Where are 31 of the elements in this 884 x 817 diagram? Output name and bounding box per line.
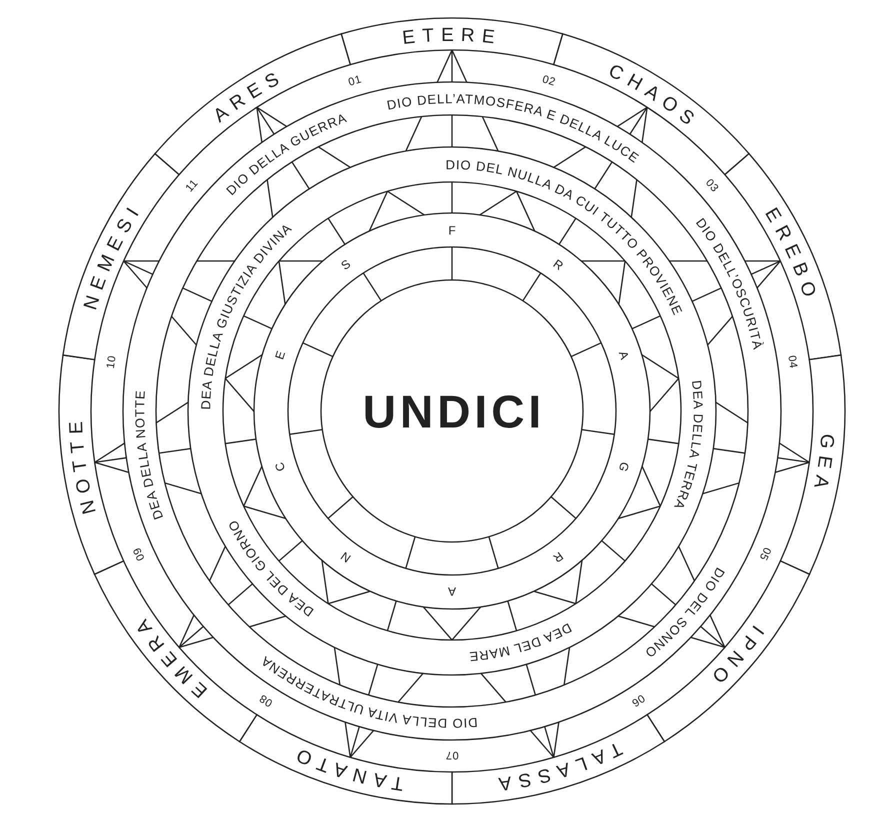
- ring-letter: N: [338, 548, 354, 566]
- center-title: UNDICI: [362, 386, 546, 438]
- segment-label: GEA: [808, 432, 838, 497]
- ring-letter: R: [550, 256, 566, 274]
- segment-number: 10: [104, 354, 119, 370]
- segment-number: 02: [540, 73, 557, 89]
- segment-number: 07: [445, 748, 459, 761]
- ring-letter: G: [616, 460, 632, 474]
- segment-number: 09: [131, 545, 148, 562]
- ring-letter: F: [448, 223, 456, 238]
- segment-number: 03: [703, 176, 721, 195]
- segment-number: 06: [629, 692, 647, 709]
- center-circle: [320, 279, 584, 543]
- ring-segment: [646, 560, 810, 742]
- ring-segment: [340, 18, 564, 66]
- ring-letter: A: [448, 584, 456, 599]
- ring-letter: R: [550, 548, 566, 566]
- segment-number: 05: [756, 545, 773, 562]
- ring-segment: [58, 354, 124, 575]
- ring-segment: [780, 354, 846, 575]
- segment-number: 11: [184, 177, 201, 194]
- description-text: DEA DELLA NOTTE: [132, 389, 166, 522]
- segment-number: 04: [785, 354, 800, 370]
- ring-letter: E: [272, 349, 288, 362]
- segment-label: NOTTE: [66, 414, 101, 516]
- ring-letter: S: [338, 256, 354, 273]
- description-text: DEA DEL MARE: [468, 620, 574, 664]
- segment-number: 01: [347, 73, 364, 89]
- segment-label: ETERE: [401, 24, 503, 50]
- ring-letter: C: [272, 460, 288, 474]
- ring-letter: A: [616, 349, 632, 362]
